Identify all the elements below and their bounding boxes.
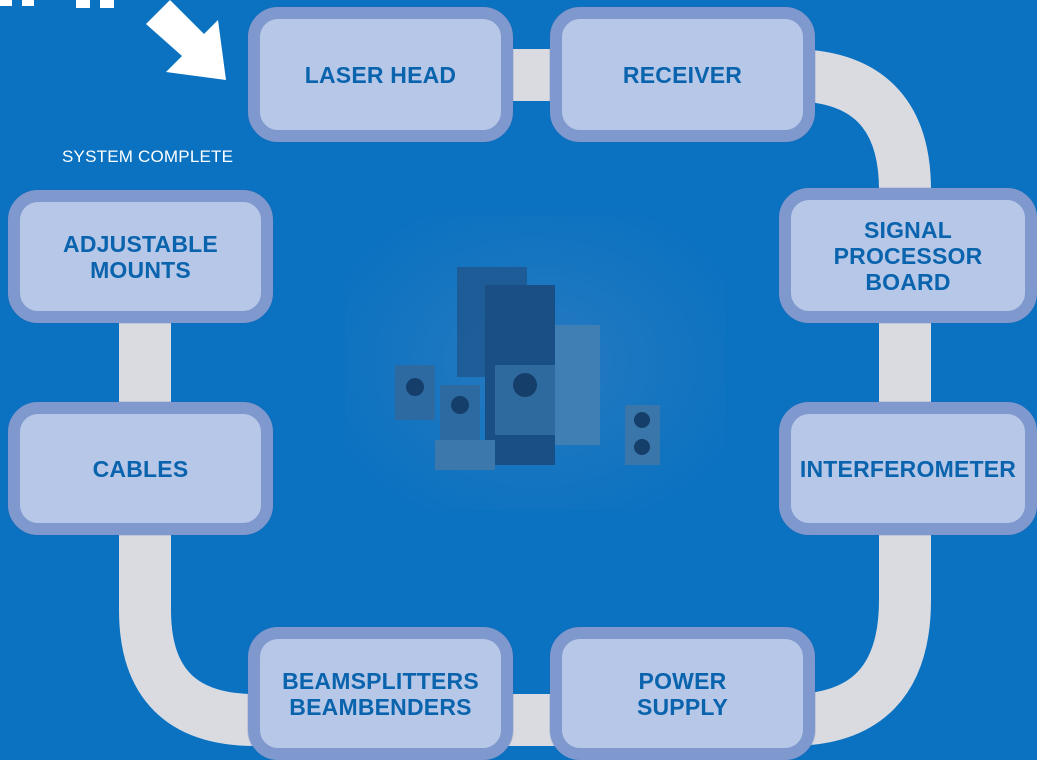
laser-system-photo (345, 215, 725, 510)
signal-processor-board-node: SIGNAL PROCESSOR BOARD (779, 188, 1037, 323)
laser-head-node: LASER HEAD (248, 7, 513, 142)
beamsplitters-beambenders-node: BEAMSPLITTERS BEAMBENDERS (248, 627, 513, 760)
corner-mark-icon (0, 0, 114, 8)
start-arrow-icon (146, 0, 226, 80)
interferometer-node: INTERFEROMETER (779, 402, 1037, 535)
system-complete-label: SYSTEM COMPLETE (62, 147, 234, 166)
cables-node: CABLES (8, 402, 273, 535)
adjustable-mounts-node: ADJUSTABLE MOUNTS (8, 190, 273, 323)
receiver-node: RECEIVER (550, 7, 815, 142)
power-supply-node: POWER SUPPLY (550, 627, 815, 760)
